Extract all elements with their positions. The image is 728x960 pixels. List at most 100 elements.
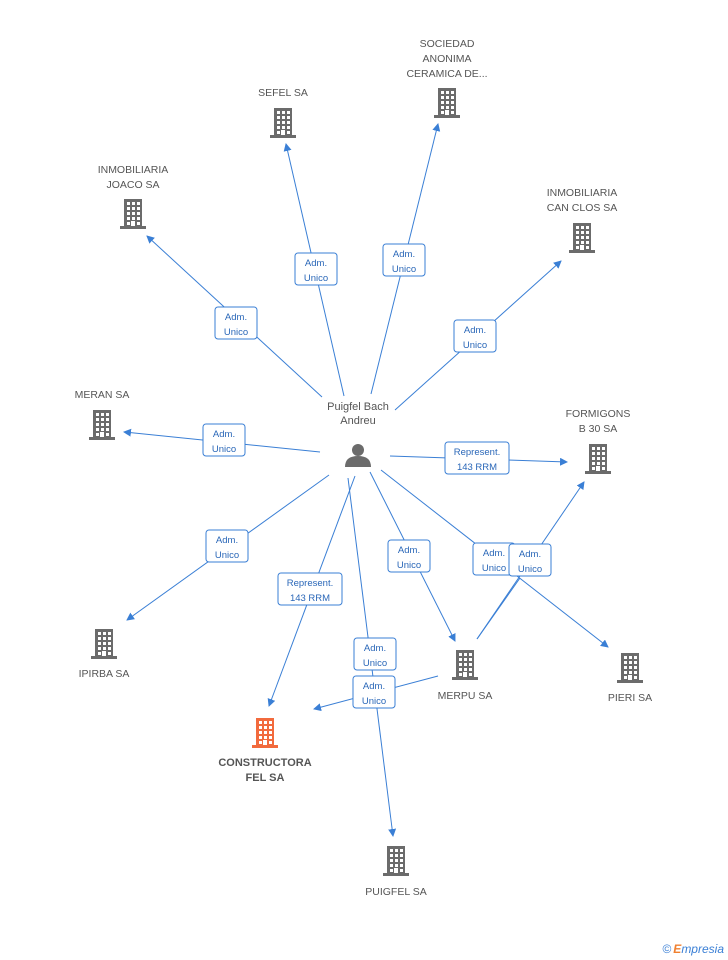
company-label: ANONIMA xyxy=(422,53,471,65)
company-node-canclos[interactable]: INMOBILIARIA CAN CLOS SA xyxy=(547,187,618,253)
e-puigfel-label[interactable]: Adm. Unico xyxy=(353,637,397,671)
company-node-sociedad[interactable]: SOCIEDAD ANONIMA CERAMICA DE... xyxy=(406,38,488,118)
edge-label-box xyxy=(387,539,431,573)
nodes-layer: SEFEL SA SOCIEDAD ANONIMA CERAMICA DE... INM… xyxy=(75,38,653,898)
edge-label-text: Adm. xyxy=(398,545,420,556)
company-label: SEFEL SA xyxy=(258,87,308,99)
e-constructora-label[interactable]: Represent. 143 RRM xyxy=(277,572,343,606)
company-label: FEL SA xyxy=(246,772,285,784)
empresia-watermark: ©Empresia xyxy=(662,942,724,956)
company-label: JOACO SA xyxy=(106,179,159,191)
building-icon xyxy=(585,444,611,474)
building-icon xyxy=(452,650,478,680)
company-label: MERAN SA xyxy=(75,389,130,401)
building-icon xyxy=(383,846,409,876)
edge-label-text: Unico xyxy=(482,563,506,574)
edge-label-text: 143 RRM xyxy=(457,462,497,473)
e-sociedad-label[interactable]: Adm. Unico xyxy=(382,243,426,277)
e-merpu-label[interactable]: Adm. Unico xyxy=(387,539,431,573)
edges-layer xyxy=(123,123,609,837)
edge-label-text: Unico xyxy=(304,273,328,284)
copyright-icon: © xyxy=(662,942,672,956)
edge-label-box xyxy=(205,529,249,563)
edge-label-text: Unico xyxy=(212,444,236,455)
company-node-merpu[interactable]: MERPU SA xyxy=(438,650,493,702)
company-node-sefel[interactable]: SEFEL SA xyxy=(258,87,308,138)
edge-label-text: Adm. xyxy=(225,312,247,323)
edge-label-text: Unico xyxy=(362,696,386,707)
edge-label-text: Unico xyxy=(518,564,542,575)
building-icon xyxy=(91,629,117,659)
company-node-ipirba[interactable]: IPIRBA SA xyxy=(79,629,130,680)
company-label: INMOBILIARIA xyxy=(547,187,618,199)
company-label: SOCIEDAD xyxy=(420,38,475,50)
edge-label-box xyxy=(444,441,510,475)
brand-initial: E xyxy=(673,942,682,956)
edge-label-text: Adm. xyxy=(464,325,486,336)
edge-label-text: Represent. xyxy=(454,447,500,458)
edge-label-text: 143 RRM xyxy=(290,593,330,604)
person-label: Puigfel Bach xyxy=(327,401,389,413)
edge-label-text: Unico xyxy=(397,560,421,571)
edge-label-text: Adm. xyxy=(393,249,415,260)
company-label: INMOBILIARIA xyxy=(98,164,169,176)
building-icon xyxy=(434,88,460,118)
e-joaco-label[interactable]: Adm. Unico xyxy=(214,306,258,340)
edge-label-text: Unico xyxy=(215,550,239,561)
person-icon xyxy=(345,444,371,467)
e-formigons-label[interactable]: Represent. 143 RRM xyxy=(444,441,510,475)
company-label: PUIGFEL SA xyxy=(365,886,426,898)
brand-rest: mpresia xyxy=(681,942,724,956)
edge-label-text: Unico xyxy=(463,340,487,351)
edge-label-box xyxy=(382,243,426,277)
company-label: CERAMICA DE... xyxy=(406,68,487,80)
e-canclos-label[interactable]: Adm. Unico xyxy=(453,319,497,353)
edge-label-box xyxy=(277,572,343,606)
edge-label-box xyxy=(202,423,246,457)
edge-label-text: Unico xyxy=(224,327,248,338)
edge-label-text: Adm. xyxy=(216,535,238,546)
e-ipirba-label[interactable]: Adm. Unico xyxy=(205,529,249,563)
company-label: CONSTRUCTORA xyxy=(218,757,311,769)
company-node-constructora[interactable]: CONSTRUCTORA FEL SA xyxy=(218,718,312,784)
edge-label-text: Adm. xyxy=(483,548,505,559)
company-label: FORMIGONS xyxy=(566,408,631,420)
company-node-formigons[interactable]: FORMIGONS B 30 SA xyxy=(566,408,631,474)
edge-label-text: Unico xyxy=(392,264,416,275)
edge-label-box xyxy=(352,675,396,709)
edge-label-box xyxy=(353,637,397,671)
edge-label-text: Adm. xyxy=(519,549,541,560)
edge-label-box xyxy=(453,319,497,353)
company-label: CAN CLOS SA xyxy=(547,202,618,214)
edge-label-text: Adm. xyxy=(363,681,385,692)
company-label: IPIRBA SA xyxy=(79,668,130,680)
edge-label-text: Adm. xyxy=(364,643,386,654)
edge-label-box xyxy=(508,543,552,577)
building-icon xyxy=(270,108,296,138)
building-icon xyxy=(617,653,643,683)
person-label: Andreu xyxy=(340,415,375,427)
company-label: PIERI SA xyxy=(608,692,652,704)
edge-label-text: Adm. xyxy=(305,258,327,269)
company-node-joaco[interactable]: INMOBILIARIA JOACO SA xyxy=(98,164,169,229)
company-label: B 30 SA xyxy=(579,423,618,435)
building-icon xyxy=(89,410,115,440)
company-node-puigfel[interactable]: PUIGFEL SA xyxy=(365,846,427,898)
e-merpu-constructora-label[interactable]: Adm. Unico xyxy=(352,675,396,709)
edge-label-text: Adm. xyxy=(213,429,235,440)
company-label: MERPU SA xyxy=(438,690,493,702)
company-node-meran[interactable]: MERAN SA xyxy=(75,389,130,440)
e-sefel-label[interactable]: Adm. Unico xyxy=(294,252,338,286)
edge-label-text: Represent. xyxy=(287,578,333,589)
edge-label-text: Unico xyxy=(363,658,387,669)
edge-label-box xyxy=(214,306,258,340)
e-meran-label[interactable]: Adm. Unico xyxy=(202,423,246,457)
e-merpu-formigons-label[interactable]: Adm. Unico xyxy=(508,543,552,577)
edge-label-box xyxy=(294,252,338,286)
building-icon xyxy=(569,223,595,253)
company-node-pieri[interactable]: PIERI SA xyxy=(608,653,652,704)
building-icon xyxy=(120,199,146,229)
